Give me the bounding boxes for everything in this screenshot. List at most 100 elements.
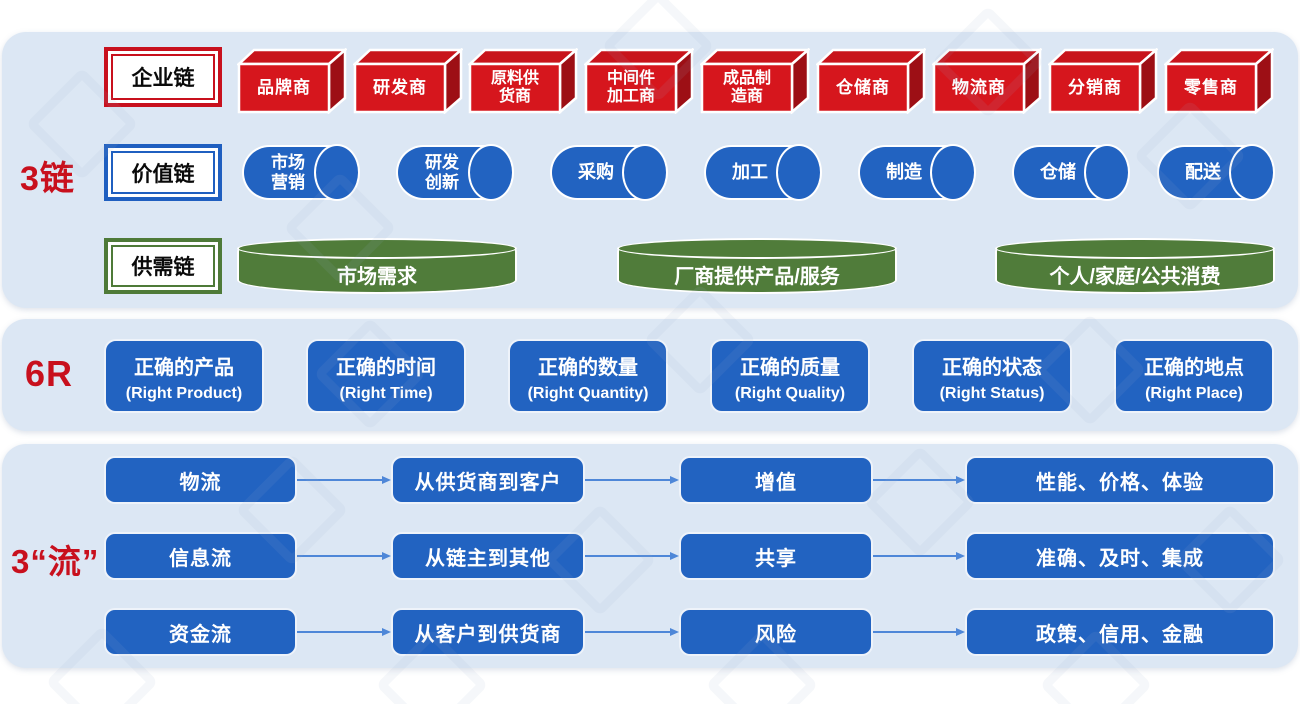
flow-box: 从链主到其他 <box>391 532 585 580</box>
cylinder-cap-icon <box>930 144 976 201</box>
value-node-label: 采购 <box>578 162 614 183</box>
flow-box: 物流 <box>104 456 297 504</box>
enterprise-node-label: 成品制 造商 <box>722 70 771 105</box>
section-label-3-flows: 3“流” <box>11 543 100 580</box>
flow-box: 从客户到供货商 <box>391 608 585 656</box>
arrow-right-icon <box>297 475 391 484</box>
value-node: 采购 <box>550 144 668 201</box>
6r-card-en: (Right Time) <box>339 385 433 402</box>
6r-card-cn: 正确的状态 <box>942 357 1042 379</box>
value-node: 研发 创新 <box>396 144 514 201</box>
tag-supply-demand-chain: 供需链 <box>104 238 222 294</box>
supply-demand-node: 市场需求 <box>237 238 517 294</box>
arrow-right-icon <box>873 551 965 560</box>
arrow-right-icon <box>585 551 679 560</box>
drum-top-icon <box>995 238 1275 259</box>
value-node: 配送 <box>1157 144 1275 201</box>
enterprise-node-label: 零售商 <box>1184 78 1238 98</box>
6r-card: 正确的数量 (Right Quantity) <box>508 339 668 413</box>
cube-3d-icon <box>353 48 463 114</box>
flow-box: 增值 <box>679 456 873 504</box>
tag-enterprise-chain: 企业链 <box>104 47 222 107</box>
section-label-3-chains: 3链 <box>20 160 75 198</box>
6r-card-en: (Right Place) <box>1145 385 1243 402</box>
enterprise-node: 物流商 <box>932 48 1042 114</box>
supply-demand-node: 厂商提供产品/服务 <box>617 238 897 294</box>
enterprise-node: 零售商 <box>1164 48 1274 114</box>
arrow-right-icon <box>873 475 965 484</box>
6r-card-en: (Right Status) <box>939 385 1045 402</box>
6r-card: 正确的产品 (Right Product) <box>104 339 264 413</box>
cube-3d-icon <box>932 48 1042 114</box>
value-node-label: 研发 创新 <box>425 153 459 192</box>
enterprise-node: 中间件 加工商 <box>584 48 694 114</box>
6r-card-cn: 正确的产品 <box>134 357 234 379</box>
cylinder-cap-icon <box>622 144 668 201</box>
value-node: 制造 <box>858 144 976 201</box>
flow-box: 资金流 <box>104 608 297 656</box>
supply-demand-node: 个人/家庭/公共消费 <box>995 238 1275 294</box>
arrow-right-icon <box>585 627 679 636</box>
enterprise-node-label: 分销商 <box>1068 78 1122 98</box>
enterprise-node-label: 研发商 <box>373 78 427 98</box>
supply-demand-node-label: 个人/家庭/公共消费 <box>1049 265 1221 288</box>
cube-3d-icon <box>468 48 578 114</box>
arrow-right-icon <box>585 475 679 484</box>
cube-3d-icon <box>584 48 694 114</box>
enterprise-node-label: 原料供 货商 <box>490 70 539 105</box>
value-node-label: 制造 <box>886 162 922 183</box>
flow-box: 从供货商到客户 <box>391 456 585 504</box>
enterprise-node: 仓储商 <box>816 48 926 114</box>
enterprise-node-label: 中间件 加工商 <box>606 70 655 105</box>
section-label-6r: 6R <box>25 353 74 394</box>
6r-card-en: (Right Quality) <box>734 385 846 402</box>
arrow-right-icon <box>873 627 965 636</box>
enterprise-node-label: 品牌商 <box>257 78 311 98</box>
value-node-label: 配送 <box>1185 162 1221 183</box>
enterprise-node: 品牌商 <box>237 48 347 114</box>
6r-card: 正确的地点 (Right Place) <box>1114 339 1274 413</box>
6r-card: 正确的状态 (Right Status) <box>912 339 1072 413</box>
6r-card: 正确的质量 (Right Quality) <box>710 339 870 413</box>
cube-3d-icon <box>237 48 347 114</box>
supply-demand-node-label: 市场需求 <box>337 265 417 288</box>
cube-3d-icon <box>1048 48 1158 114</box>
flow-box: 共享 <box>679 532 873 580</box>
value-node: 仓储 <box>1012 144 1130 201</box>
enterprise-node-label: 仓储商 <box>836 78 890 98</box>
drum-top-icon <box>617 238 897 259</box>
flow-box: 信息流 <box>104 532 297 580</box>
arrow-right-icon <box>297 551 391 560</box>
6r-card-cn: 正确的数量 <box>538 357 638 379</box>
6r-card-cn: 正确的质量 <box>740 357 840 379</box>
cylinder-cap-icon <box>468 144 514 201</box>
value-node: 市场 营销 <box>242 144 360 201</box>
6r-card-en: (Right Product) <box>125 385 243 402</box>
flow-box: 准确、及时、集成 <box>965 532 1275 580</box>
flow-box: 风险 <box>679 608 873 656</box>
value-node-label: 市场 营销 <box>271 153 305 192</box>
cube-3d-icon <box>1164 48 1274 114</box>
6r-card-en: (Right Quantity) <box>527 385 649 402</box>
flow-box: 性能、价格、体验 <box>965 456 1275 504</box>
cylinder-cap-icon <box>776 144 822 201</box>
enterprise-node: 原料供 货商 <box>468 48 578 114</box>
enterprise-node-label: 物流商 <box>952 78 1006 98</box>
6r-card-cn: 正确的时间 <box>336 357 436 379</box>
enterprise-node: 研发商 <box>353 48 463 114</box>
cube-3d-icon <box>816 48 926 114</box>
cube-3d-icon <box>700 48 810 114</box>
flow-box: 政策、信用、金融 <box>965 608 1275 656</box>
tag-value-chain: 价值链 <box>104 144 222 201</box>
6r-card: 正确的时间 (Right Time) <box>306 339 466 413</box>
value-node: 加工 <box>704 144 822 201</box>
drum-top-icon <box>237 238 517 259</box>
value-node-label: 加工 <box>732 162 768 183</box>
enterprise-node: 成品制 造商 <box>700 48 810 114</box>
supply-demand-node-label: 厂商提供产品/服务 <box>674 265 840 288</box>
cylinder-cap-icon <box>1084 144 1130 201</box>
value-node-label: 仓储 <box>1040 162 1076 183</box>
6r-card-cn: 正确的地点 <box>1144 357 1244 379</box>
cylinder-cap-icon <box>1229 144 1275 201</box>
